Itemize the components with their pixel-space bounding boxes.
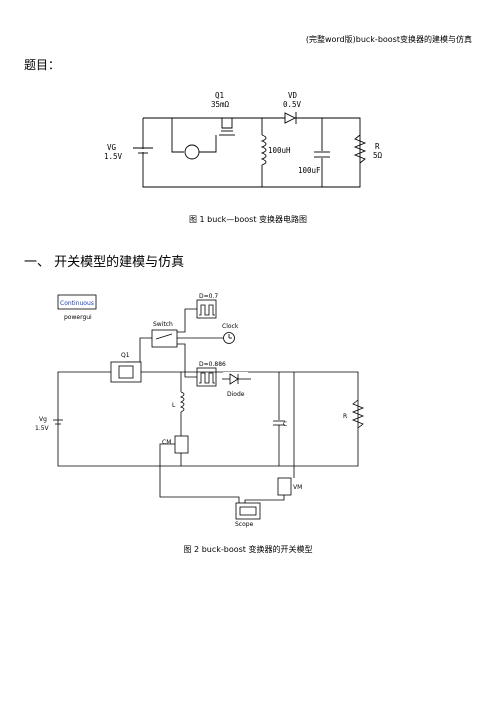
page-title: 题目： [24, 58, 61, 72]
vg-label: VG [107, 143, 117, 152]
vd-value: 0.5V [283, 100, 302, 109]
powergui-block: Continuous [60, 300, 94, 307]
capacitor-label: 100uF [298, 166, 321, 175]
vg-block-label: Vg [39, 416, 47, 423]
diode-label: Diode [227, 391, 245, 398]
clock-label: Clock [222, 323, 239, 330]
current-meter-label: CM [162, 439, 171, 446]
resistor-label: R [375, 142, 380, 151]
pulse1-label: D=0.7 [199, 293, 218, 300]
resistor-block-label: R [343, 413, 347, 420]
vg-value: 1.5V [104, 152, 123, 161]
inductor-label: 100uH [268, 146, 291, 155]
page-header: (完整word版)buck-boost变换器的建模与仿真 [305, 35, 472, 44]
q1-block-label: Q1 [121, 352, 130, 359]
capacitor-block-label: C [283, 421, 287, 428]
inductor-block-label: L [172, 402, 176, 409]
fig1-caption: 图 1 buck—boost 变换器电路图 [188, 215, 308, 224]
vd-label: VD [288, 91, 298, 100]
fig2-caption: 图 2 buck-boost 变换器的开关模型 [183, 545, 313, 554]
resistor-value: 5Ω [373, 151, 383, 160]
powergui-label: powergui [64, 314, 92, 321]
pulse2-label: D=0.886 [199, 361, 226, 368]
voltage-meter-label: VM [293, 484, 302, 491]
q1-resistance: 35mΩ [211, 100, 230, 109]
scope-label: Scope [235, 521, 254, 528]
q1-label: Q1 [215, 91, 224, 100]
section-heading: 一、 开关模型的建模与仿真 [24, 255, 185, 270]
vg-block-value: 1.5V [35, 425, 50, 432]
switch-label: Switch [153, 321, 173, 328]
